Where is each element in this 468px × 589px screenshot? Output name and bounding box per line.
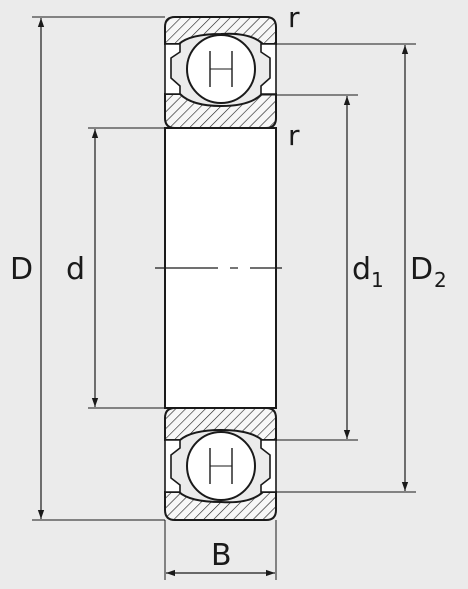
label-outer-diameter: D (10, 252, 33, 287)
upper-inner-ring (164, 93, 277, 129)
lower-right-seal (260, 439, 277, 493)
label-inner-ring-shoulder: d (352, 252, 371, 287)
upper-right-seal (260, 43, 277, 95)
extension-lines (32, 16, 416, 580)
upper-bearing-section (164, 16, 277, 129)
label-outer-ring-shoulder: D (410, 252, 433, 287)
label-inner-ring-shoulder-subscript: 1 (371, 268, 384, 292)
lower-inner-ring (164, 407, 277, 441)
lower-bearing-section (164, 407, 277, 521)
label-outer-ring-shoulder-subscript: 2 (434, 268, 447, 292)
label-radius-top: r (288, 1, 300, 34)
label-bore-diameter: d (66, 252, 85, 287)
label-width: B (211, 538, 232, 573)
upper-outer-ring (164, 16, 277, 45)
lower-left-seal (164, 439, 181, 493)
label-radius-lower: r (288, 119, 300, 152)
lower-outer-ring (164, 491, 277, 521)
upper-left-seal (164, 43, 181, 95)
